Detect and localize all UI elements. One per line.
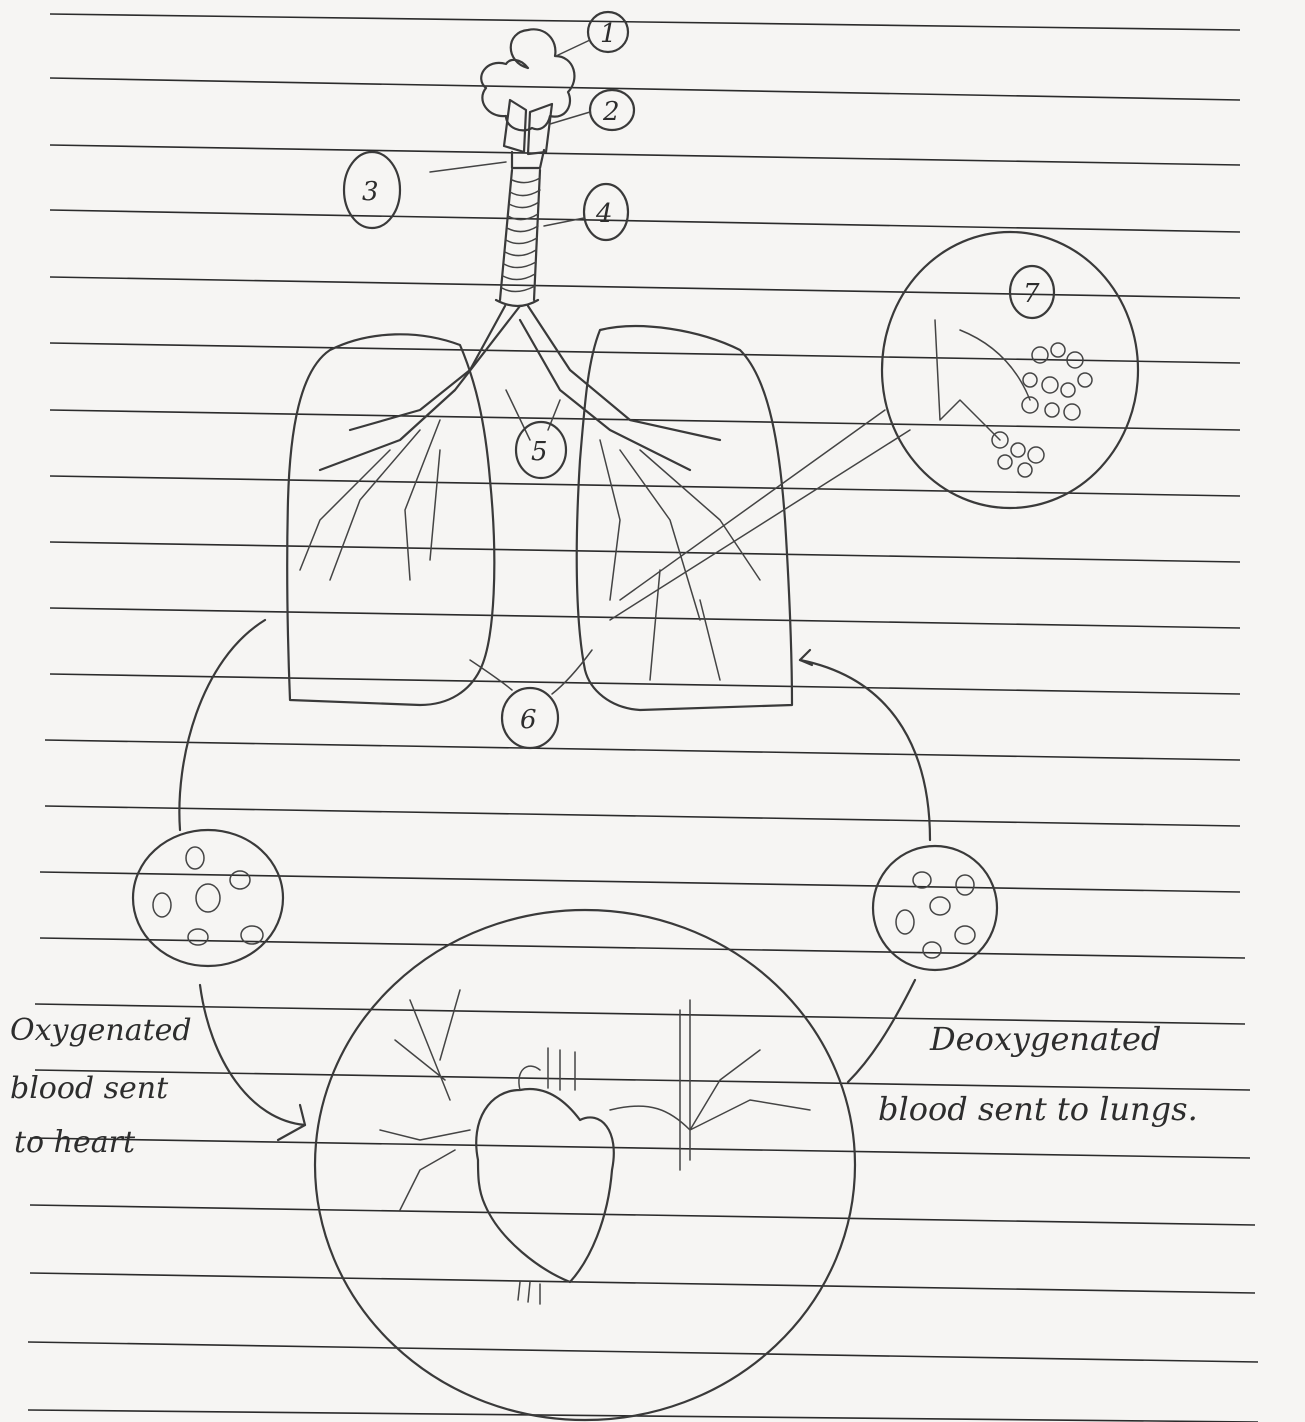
label-7: 7: [1010, 266, 1054, 318]
red-blood-cells-icon-2: [896, 872, 975, 958]
label-4: 4: [544, 184, 628, 240]
label-3-text: 3: [362, 177, 379, 207]
nasal-cavity-drawing: [481, 29, 574, 168]
lungs-drawing: [287, 326, 792, 710]
oxygenated-note-line-1: Oxygenated: [10, 1013, 192, 1048]
label-7-text: 7: [1023, 279, 1040, 309]
label-4-text: 4: [595, 199, 613, 229]
deoxygenated-note-line-1: Deoxygenated: [929, 1020, 1161, 1058]
label-2: 2: [550, 90, 634, 130]
label-1-text: 1: [600, 19, 617, 49]
deoxygenated-blood-sample: [873, 846, 997, 970]
heart-drawing: [315, 910, 855, 1420]
label-6-text: 6: [520, 705, 537, 735]
label-1: 1: [556, 12, 628, 56]
oxygenated-blood-sample: [133, 830, 283, 966]
bronchi-drawing: [300, 306, 760, 680]
ruled-lines: [28, 14, 1258, 1422]
oxygenated-note-line-3: to heart: [14, 1125, 136, 1160]
red-blood-cells-icon: [153, 847, 263, 945]
oxygenated-note-line-2: blood sent: [10, 1071, 169, 1106]
label-2-text: 2: [602, 97, 620, 127]
deoxygenated-note-line-2: blood sent to lungs.: [878, 1090, 1198, 1128]
deoxygenated-note: Deoxygenated blood sent to lungs.: [878, 1020, 1198, 1128]
oxygenated-note: Oxygenated blood sent to heart: [10, 1013, 192, 1160]
label-6: 6: [502, 688, 558, 748]
label-5: 5: [516, 422, 566, 478]
alveoli-zoom-drawing: [610, 232, 1138, 620]
label-5-text: 5: [531, 437, 548, 467]
